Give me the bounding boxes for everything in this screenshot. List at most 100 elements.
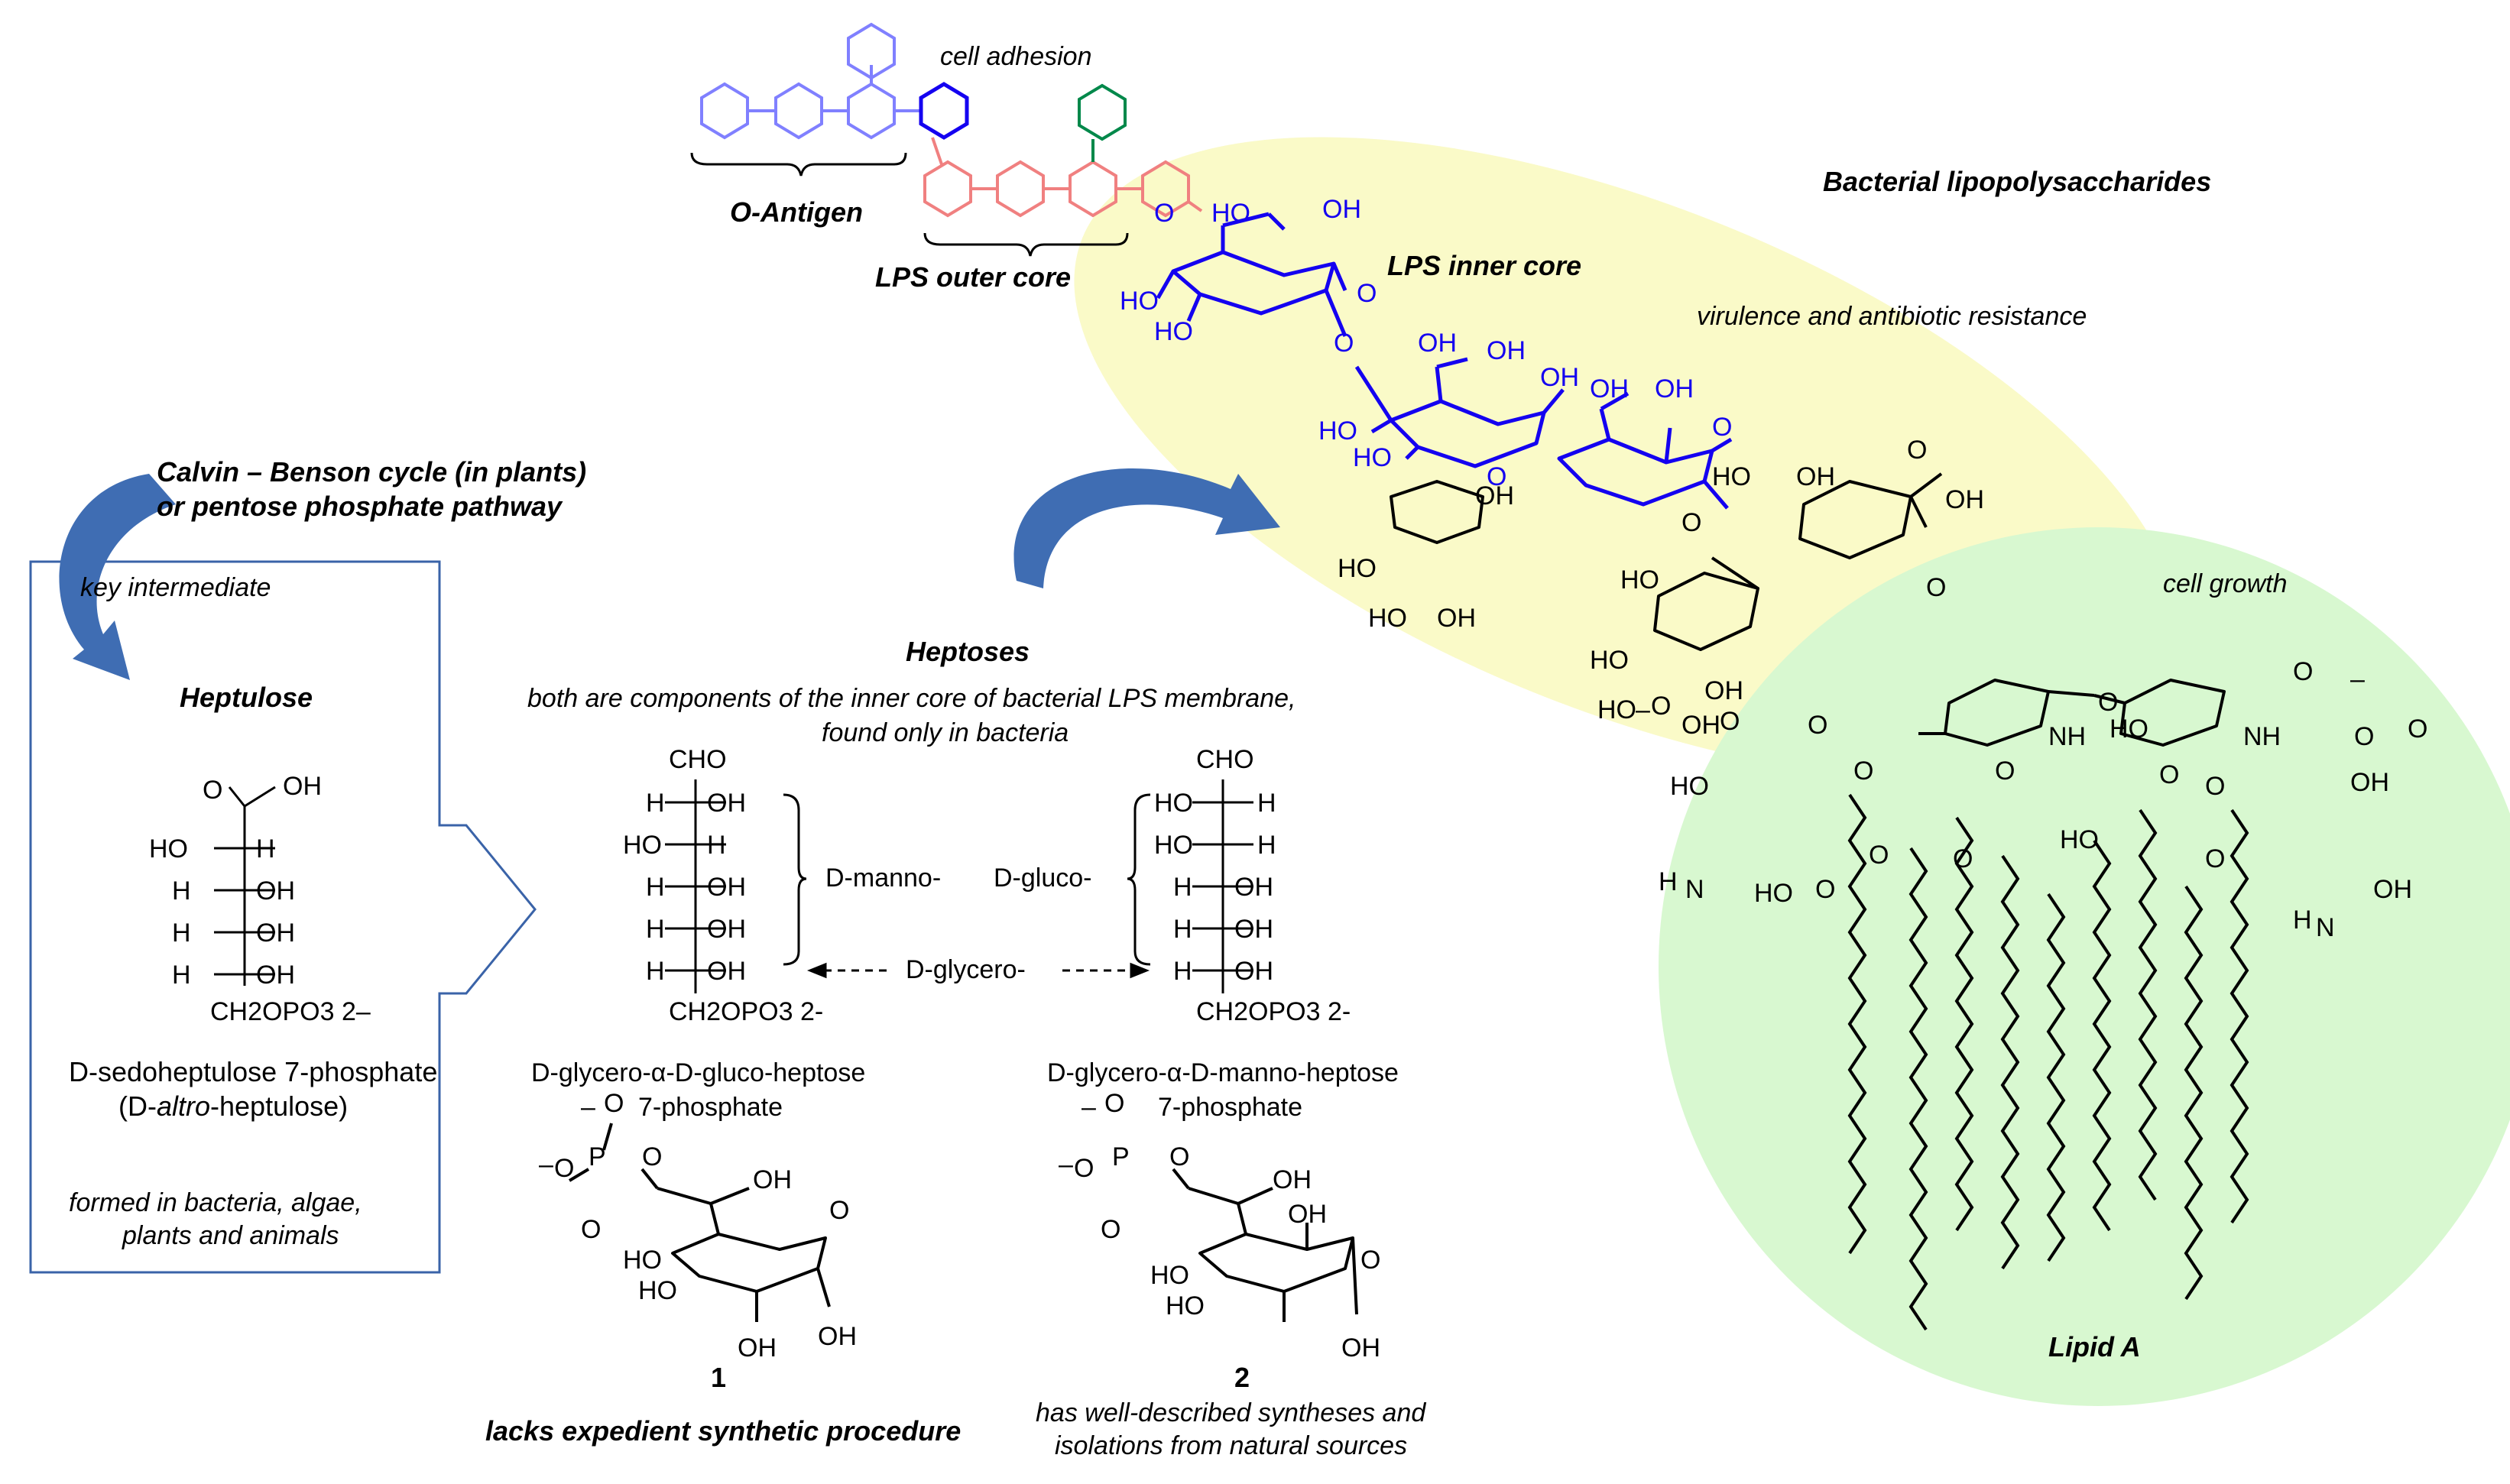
compound-2-note-line1: has well-described syntheses and (1036, 1398, 1426, 1427)
compound-1-atoms: – O – O P O O OH O HO HO OH OH (539, 1089, 857, 1362)
heptulose-structure (214, 786, 276, 986)
svg-text:H: H (646, 915, 665, 944)
svg-text:O: O (1681, 508, 1701, 537)
svg-text:OH: OH (707, 957, 746, 986)
svg-text:NH: NH (2048, 722, 2086, 751)
svg-text:O: O (1334, 329, 1354, 358)
svg-text:N: N (2316, 913, 2335, 942)
svg-text:H: H (1257, 831, 1276, 860)
svg-text:O: O (1154, 199, 1174, 228)
svg-text:–: – (1636, 695, 1650, 724)
svg-text:OH: OH (2350, 768, 2389, 797)
svg-text:O: O (203, 776, 222, 805)
svg-text:HO: HO (2060, 825, 2099, 854)
svg-text:OH: OH (283, 772, 322, 801)
compound-2-number: 2 (1234, 1362, 1250, 1393)
svg-text:OH: OH (1704, 676, 1743, 705)
svg-text:HO: HO (149, 834, 188, 864)
svg-text:OH: OH (256, 961, 295, 990)
svg-text:H: H (646, 789, 665, 818)
svg-text:OH: OH (707, 873, 746, 902)
calvin-line1: Calvin – Benson cycle (in plants) (157, 456, 586, 488)
key-intermediate-label: key intermediate (80, 573, 271, 602)
formed-line2: plants and animals (122, 1221, 339, 1250)
svg-text:OH: OH (1234, 873, 1273, 902)
svg-text:H: H (707, 831, 726, 860)
outer-core-chain (923, 137, 1203, 218)
outer-core-blue-hex (919, 82, 969, 140)
heptulose-title: Heptulose (180, 682, 313, 713)
svg-text:O: O (1869, 841, 1889, 870)
svg-text:OH: OH (1945, 485, 1984, 514)
compound-2-note-line2: isolations from natural sources (1055, 1431, 1407, 1460)
svg-text:CH2OPO3 2–: CH2OPO3 2– (210, 997, 371, 1026)
lps-outer-core-label: LPS outer core (875, 261, 1071, 293)
svg-text:HO: HO (1368, 604, 1407, 633)
svg-text:OH: OH (1437, 604, 1476, 633)
svg-text:O: O (2293, 657, 2313, 686)
svg-text:OH: OH (1475, 481, 1514, 510)
svg-text:H: H (646, 873, 665, 902)
o-antigen-brace (690, 152, 907, 177)
svg-text:O: O (1101, 1215, 1120, 1244)
svg-text:OH: OH (1273, 1165, 1312, 1194)
svg-text:O: O (1169, 1142, 1189, 1171)
svg-text:O: O (554, 1154, 574, 1183)
svg-text:O: O (1720, 707, 1740, 736)
inner-core-heptoses (1156, 212, 1733, 510)
lipid-a-labels: – O O O NH O HO NH O – O O O O O O HO H … (1636, 657, 2427, 942)
svg-text:HO: HO (638, 1276, 677, 1305)
svg-text:OH: OH (1487, 336, 1526, 365)
bacterial-lps-label: Bacterial lipopolysaccharides (1823, 166, 2211, 197)
compound-1-number: 1 (711, 1362, 726, 1393)
svg-text:HO: HO (1754, 879, 1793, 908)
compound-1-note: lacks expedient synthetic procedure (485, 1415, 961, 1447)
svg-text:–: – (539, 1150, 553, 1179)
svg-text:H: H (256, 834, 275, 864)
svg-text:HO: HO (1120, 287, 1159, 316)
svg-text:HO: HO (1154, 831, 1193, 860)
heptulose-box (29, 560, 537, 1274)
svg-text:OH: OH (1234, 957, 1273, 986)
lipid-a-disaccharide (1918, 679, 2226, 747)
heptulose-name-1: D-sedoheptulose 7-phosphate (69, 1056, 437, 1087)
svg-text:HO: HO (1154, 789, 1193, 818)
outer-core-brace (923, 232, 1129, 257)
lps-inner-core-label: LPS inner core (1387, 250, 1581, 281)
svg-text:HO: HO (1211, 199, 1250, 228)
svg-text:O: O (1926, 573, 1946, 602)
svg-text:OH: OH (753, 1165, 792, 1194)
fischer-gluco-lines (665, 779, 807, 993)
kdo-labels: HO HO OH OH HO OH O OH O HO HO HO OH OH … (1338, 436, 1984, 740)
svg-text:HO: HO (1338, 554, 1377, 583)
glycero-dashed-arrows (806, 962, 1150, 979)
lipid-a-chains (1847, 793, 2249, 1331)
svg-text:H: H (1173, 957, 1192, 986)
svg-text:HO: HO (623, 1246, 662, 1275)
svg-text:O: O (2354, 722, 2374, 751)
lipid-a-green-circle (1659, 527, 2510, 1406)
svg-text:H: H (172, 876, 191, 906)
svg-text:OH: OH (707, 789, 746, 818)
svg-text:CH2OPO3 2-: CH2OPO3 2- (669, 997, 823, 1026)
svg-text:–: – (581, 1093, 595, 1122)
svg-text:O: O (1712, 413, 1732, 442)
svg-text:OH: OH (2373, 875, 2412, 904)
svg-text:HO: HO (1318, 416, 1357, 446)
calvin-line2: or pentose phosphate pathway (157, 491, 563, 522)
svg-text:O: O (1360, 1246, 1380, 1275)
svg-text:HO: HO (1166, 1291, 1205, 1320)
svg-text:OH: OH (818, 1322, 857, 1351)
d-manno-label: D-manno- (825, 864, 941, 893)
svg-text:OH: OH (1288, 1200, 1327, 1229)
svg-text:CHO: CHO (669, 745, 727, 774)
svg-text:OH: OH (1322, 195, 1361, 224)
svg-text:O: O (1487, 462, 1506, 491)
svg-text:O: O (1651, 692, 1671, 721)
svg-text:O: O (1357, 279, 1377, 308)
svg-text:O: O (604, 1089, 624, 1118)
svg-text:O: O (1074, 1154, 1094, 1183)
svg-text:H: H (1173, 915, 1192, 944)
svg-text:O: O (581, 1215, 601, 1244)
svg-text:H: H (172, 961, 191, 990)
